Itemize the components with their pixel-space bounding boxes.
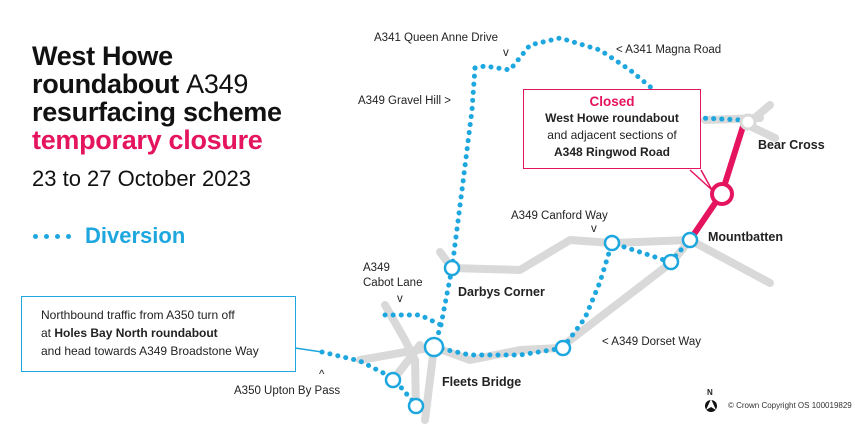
closure-dates: 23 to 27 October 2023 (32, 166, 251, 191)
label-cabot-lane-road: A349 (363, 262, 390, 274)
road-bear-cross-south (748, 123, 779, 142)
roundabout-dorset-way (554, 339, 572, 357)
diversion-a350 (319, 349, 419, 408)
roundabout-mountbatten (681, 231, 699, 249)
roundabout-west-howe-closed (710, 182, 734, 206)
title-line-3: resurfacing scheme (32, 97, 282, 127)
roundabout-darbys-corner (443, 259, 461, 277)
label-canford-way: A349 Canford Way (511, 210, 608, 222)
closed-callout: Closed West Howe roundabout and adjacent… (523, 89, 701, 169)
roundabout-fleets-bridge (423, 336, 445, 358)
diversion-dots-icon (33, 233, 71, 239)
label-queen-anne-drive: A341 Queen Anne Drive (374, 32, 499, 44)
title-line-1: West Howe (32, 41, 173, 71)
copyright-notice: © Crown Copyright OS 100019829 (728, 401, 852, 410)
legend-diversion-label: Diversion (85, 223, 186, 248)
map-title: West Howe roundabout A349 resurfacing sc… (32, 42, 282, 154)
diversion-magna-road (472, 35, 745, 123)
closed-line-2: and adjacent sections of (547, 128, 677, 142)
label-upton-by-pass: A350 Upton By Pass (234, 385, 341, 397)
north-arrow-icon (705, 399, 717, 412)
road-mountbatten-east (686, 236, 774, 287)
title-line-2-bold: roundabout (32, 69, 179, 99)
label-cabot-arrow: v (397, 293, 403, 305)
note-line-1: Northbound traffic from A350 turn off (41, 308, 235, 322)
closed-callout-pointer (689, 169, 713, 191)
legend: Diversion (33, 223, 185, 249)
roundabouts (384, 231, 699, 415)
title-line-4: temporary closure (32, 125, 263, 155)
roundabout-upton (384, 371, 402, 389)
road-fleets-south (421, 343, 438, 424)
road-a350 (356, 343, 438, 364)
diversion-gravel-hill (431, 65, 478, 350)
title-line-2-road: A349 (186, 69, 249, 99)
label-magna-road: < A341 Magna Road (616, 44, 722, 56)
note-line-2-bold: Holes Bay North roundabout (54, 326, 218, 340)
roundabout-bear-cross (739, 113, 757, 131)
roundabout-mountbatten-south (662, 253, 680, 271)
diversion-dorset-way (431, 344, 566, 358)
northbound-note: Northbound traffic from A350 turn off at… (21, 296, 296, 372)
label-upton-arrow: ^ (319, 369, 325, 381)
label-dorset-way: < A349 Dorset Way (602, 336, 701, 348)
label-queen-anne-arrow: v (503, 47, 509, 59)
roundabout-holes-bay (407, 397, 425, 415)
roundabout-canford-way (603, 234, 621, 252)
label-north: N (707, 388, 713, 397)
label-cabot-lane: Cabot Lane (363, 277, 423, 289)
label-fleets-bridge: Fleets Bridge (442, 375, 522, 389)
closed-line-3: A348 Ringwod Road (553, 145, 670, 159)
note-line-2-prefix: at (41, 326, 55, 340)
diversion-cabot-lane (382, 312, 444, 328)
title-line-2: roundabout A349 (32, 70, 282, 98)
label-mountbatten: Mountbatten (708, 230, 783, 244)
label-canford-arrow: v (591, 223, 597, 235)
label-darbys-corner: Darbys Corner (458, 285, 545, 299)
road-cabot-lane (381, 301, 420, 412)
closed-line-1: West Howe roundabout (545, 111, 679, 125)
closed-heading: Closed (589, 94, 635, 109)
label-bear-cross: Bear Cross (758, 138, 825, 152)
note-line-2: at Holes Bay North roundabout (41, 324, 295, 342)
label-gravel-hill: A349 Gravel Hill > (358, 95, 451, 107)
road-canford-way (446, 236, 694, 274)
note-line-3: and head towards A349 Broadstone Way (41, 344, 259, 358)
